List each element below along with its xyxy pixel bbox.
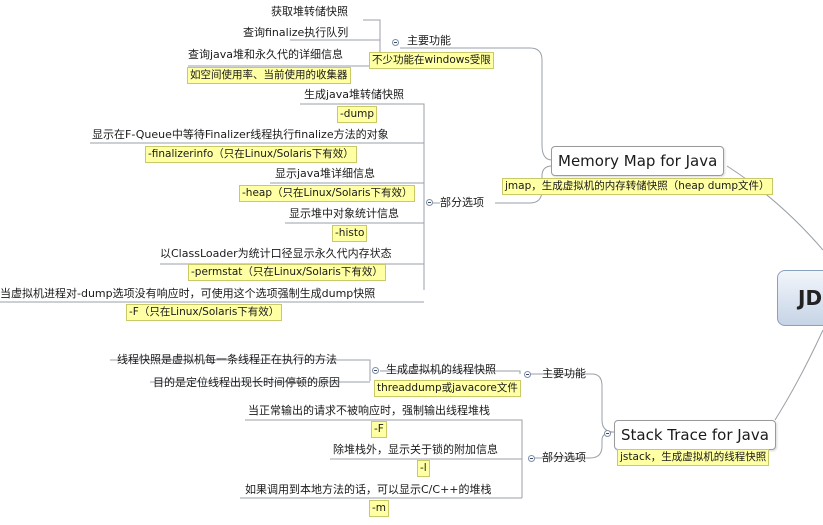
mm-option-3-note: -heap（只在Linux/Solaris下有效） <box>239 185 416 202</box>
mm-main-item-1[interactable]: 获取堆转储快照 <box>271 5 348 18</box>
stack-trace-node[interactable]: Stack Trace for Java <box>614 420 776 450</box>
collapse-toggle-icon[interactable] <box>372 367 379 374</box>
mm-main-item-3[interactable]: 查询java堆和永久代的详细信息 <box>188 48 344 61</box>
st-main-sub-label[interactable]: 生成虚拟机的线程快照 <box>386 363 496 376</box>
st-option-2-note: -l <box>417 460 430 477</box>
memory-map-note: jmap，生成虚拟机的内存转储快照（heap dump文件） <box>502 178 773 195</box>
mm-main-item-3-note: 如空间使用率、当前使用的收集器 <box>187 67 351 84</box>
memory-map-title: Memory Map for Java <box>558 152 718 170</box>
memory-map-node[interactable]: Memory Map for Java <box>551 146 725 176</box>
mm-option-2[interactable]: 显示在F-Queue中等待Finalizer线程执行finalize方法的对象 <box>92 128 389 141</box>
mm-option-3[interactable]: 显示java堆详细信息 <box>275 167 376 180</box>
st-option-3-note: -m <box>369 500 390 517</box>
mm-option-6[interactable]: 当虚拟机进程对-dump选项没有响应时，可使用这个选项强制生成dump快照 <box>0 287 376 300</box>
collapse-toggle-icon[interactable] <box>528 455 535 462</box>
st-main-item-2[interactable]: 目的是定位线程出现长时间停顿的原因 <box>153 376 340 389</box>
mm-option-5-note: -permstat（只在Linux/Solaris下有效） <box>188 264 386 281</box>
mm-main-item-2[interactable]: 查询finalize执行队列 <box>243 26 349 39</box>
st-main-item-1[interactable]: 线程快照是虚拟机每一条线程正在执行的方法 <box>117 353 337 366</box>
collapse-toggle-icon[interactable] <box>426 199 433 206</box>
mm-option-4-note: -histo <box>332 225 368 242</box>
mm-main-function-label[interactable]: 主要功能 <box>407 34 451 47</box>
mm-option-5[interactable]: 以ClassLoader为统计口径显示永久代内存状态 <box>160 247 392 260</box>
root-node[interactable]: JD <box>777 270 823 326</box>
mm-main-function-note: 不少功能在windows受限 <box>369 52 494 69</box>
stack-trace-note: jstack，生成虚拟机的线程快照 <box>617 449 770 466</box>
st-main-sub-note: threaddump或javacore文件 <box>374 380 521 397</box>
st-option-3[interactable]: 如果调用到本地方法的话，可以显示C/C++的堆栈 <box>245 483 492 496</box>
mm-option-2-note: -finalizerinfo（只在Linux/Solaris下有效） <box>145 146 357 163</box>
st-options-label[interactable]: 部分选项 <box>542 451 586 464</box>
collapse-toggle-icon[interactable] <box>392 39 399 46</box>
mm-option-4[interactable]: 显示堆中对象统计信息 <box>289 207 399 220</box>
stack-trace-title: Stack Trace for Java <box>621 426 769 444</box>
collapse-toggle-icon[interactable] <box>604 430 611 437</box>
st-option-1[interactable]: 当正常输出的请求不被响应时，强制输出线程堆栈 <box>248 404 490 417</box>
collapse-toggle-icon[interactable] <box>524 371 531 378</box>
mm-option-1[interactable]: 生成java堆转储快照 <box>304 88 405 101</box>
mm-option-6-note: -F（只在Linux/Solaris下有效） <box>126 304 283 321</box>
st-main-function-label[interactable]: 主要功能 <box>542 367 586 380</box>
st-option-1-note: -F <box>371 421 387 438</box>
mm-options-label[interactable]: 部分选项 <box>440 196 484 209</box>
mm-option-1-note: -dump <box>337 106 378 123</box>
st-option-2[interactable]: 除堆栈外，显示关于锁的附加信息 <box>333 443 498 456</box>
root-label: JD <box>798 286 823 310</box>
